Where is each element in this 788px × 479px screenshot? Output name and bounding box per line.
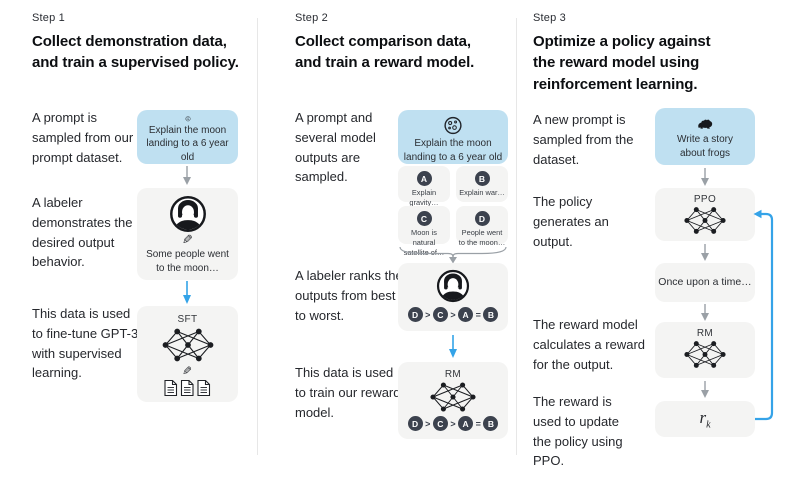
moon-icon bbox=[185, 116, 190, 122]
neural-net-icon bbox=[162, 328, 213, 362]
output-a-label: Explain gravity… bbox=[409, 188, 439, 207]
reward-symbol: rk bbox=[699, 408, 710, 430]
neural-net-icon bbox=[684, 207, 726, 234]
frog-icon bbox=[697, 119, 712, 129]
arrow-down-gray-icon bbox=[701, 381, 709, 398]
labeler-icon bbox=[169, 196, 206, 232]
step3-caption-new-prompt: A new prompt is sampled from the dataset… bbox=[533, 112, 634, 167]
step2-caption-sampled: A prompt and several model outputs are s… bbox=[295, 110, 376, 185]
step2-heading-line2: and train a reward model. bbox=[295, 54, 475, 72]
column-divider bbox=[257, 18, 258, 455]
neural-net-icon bbox=[430, 382, 476, 412]
ranking-row: D > C > A = B bbox=[407, 416, 499, 431]
step3-output-text: Once upon a time… bbox=[658, 276, 752, 289]
rank-badge: A bbox=[458, 416, 474, 431]
step3-heading-line3: reinforcement learning. bbox=[533, 75, 698, 93]
rank-badge: D bbox=[407, 307, 423, 322]
rank-badge: B bbox=[483, 307, 499, 322]
rank-badge: C bbox=[432, 416, 448, 431]
step1-prompt-text: Explain the moon landing to a 6 year old bbox=[146, 124, 229, 163]
step1-heading: Collect demonstration data, and train a … bbox=[32, 31, 252, 74]
ranking-row: D > C > A = B bbox=[407, 307, 499, 322]
rank-badge: A bbox=[458, 307, 474, 322]
rm-label: RM bbox=[696, 328, 714, 339]
step3-heading: Optimize a policy against the reward mod… bbox=[533, 31, 743, 95]
output-b: B Explain war… bbox=[456, 166, 508, 202]
step3-caption-reward-calc: The reward model calculates a reward for… bbox=[533, 317, 645, 372]
output-c-badge: C bbox=[416, 211, 432, 226]
step3-reward-box: rk bbox=[655, 401, 755, 437]
rank-sep: > bbox=[425, 309, 431, 320]
step2-ranking-box: D > C > A = B bbox=[398, 263, 508, 331]
arrow-down-gray-icon bbox=[701, 168, 709, 186]
output-d: D People went to the moon… bbox=[456, 206, 508, 247]
step1-labeler-box: ✎ Some people went to the moon… bbox=[137, 188, 238, 280]
pencil-icon: ✎ bbox=[182, 364, 193, 378]
arrow-down-gray-icon bbox=[701, 244, 709, 261]
column-divider bbox=[516, 18, 517, 455]
step2-caption-ranks: A labeler ranks the outputs from best to… bbox=[295, 268, 403, 323]
neural-net-icon bbox=[684, 341, 726, 368]
output-a-badge: A bbox=[416, 171, 432, 186]
step2-heading-line1: Collect comparison data, bbox=[295, 33, 471, 50]
step3-caption-reward-update: The reward is used to update the policy … bbox=[533, 394, 623, 469]
rank-sep: > bbox=[450, 418, 456, 429]
rank-badge: C bbox=[432, 307, 448, 322]
output-a: A Explain gravity… bbox=[398, 166, 450, 207]
arrow-down-gray-icon bbox=[701, 304, 709, 321]
step1-labeler-text: Some people went to the moon… bbox=[146, 249, 229, 274]
output-b-badge: B bbox=[474, 171, 490, 186]
step3-prompt-text: Write a story about frogs bbox=[677, 134, 733, 159]
step3-heading-line1: Optimize a policy against bbox=[533, 33, 711, 50]
step3-output-box: Once upon a time… bbox=[655, 263, 755, 302]
step1-label: Step 1 bbox=[32, 12, 66, 24]
feedback-loop-arrow-icon bbox=[753, 209, 774, 421]
step2-prompt-box: Explain the moon landing to a 6 year old bbox=[398, 110, 508, 164]
rank-badge: B bbox=[483, 416, 499, 431]
documents-icon bbox=[164, 379, 211, 397]
step2-caption-train: This data is used to train our reward mo… bbox=[295, 365, 401, 420]
step3-label: Step 3 bbox=[533, 12, 567, 24]
step1-prompt-box: Explain the moon landing to a 6 year old bbox=[137, 110, 238, 164]
step3-prompt-box: Write a story about frogs bbox=[655, 108, 755, 165]
step3-rm-box: RM bbox=[655, 322, 755, 378]
output-c-label: Moon is natural satellite of… bbox=[403, 228, 445, 257]
arrow-down-blue-icon bbox=[183, 281, 191, 304]
rm-label: RM bbox=[444, 369, 462, 380]
reward-symbol-k: k bbox=[706, 419, 711, 431]
output-d-label: People went to the moon… bbox=[458, 228, 506, 247]
brace-connector-icon bbox=[399, 246, 507, 264]
step1-caption-labeler: A labeler demonstrates the desired outpu… bbox=[32, 195, 133, 270]
ppo-label: PPO bbox=[693, 194, 717, 205]
rank-sep: = bbox=[475, 418, 481, 429]
moon-icon bbox=[444, 116, 462, 135]
step3-ppo-box: PPO bbox=[655, 188, 755, 241]
step1-heading-line2: and train a supervised policy. bbox=[32, 54, 239, 72]
step1-caption-prompt: A prompt is sampled from our prompt data… bbox=[32, 110, 134, 165]
step1-sft-box: SFT ✎ bbox=[137, 306, 238, 402]
rank-sep: > bbox=[450, 309, 456, 320]
output-b-label: Explain war… bbox=[459, 188, 505, 197]
arrow-down-blue-icon bbox=[449, 335, 457, 358]
rank-sep: = bbox=[475, 309, 481, 320]
step1-caption-finetune: This data is used to fine-tune GPT-3 wit… bbox=[32, 306, 139, 381]
step3-caption-policy: The policy generates an output. bbox=[533, 194, 609, 249]
rank-sep: > bbox=[425, 418, 431, 429]
reward-symbol-r: r bbox=[699, 407, 707, 427]
rank-badge: D bbox=[407, 416, 423, 431]
step2-heading: Collect comparison data, and train a rew… bbox=[295, 31, 510, 74]
output-d-badge: D bbox=[474, 211, 490, 226]
step2-rm-box: RM D > C > A = B bbox=[398, 362, 508, 439]
arrow-down-gray-icon bbox=[183, 166, 191, 185]
sft-label: SFT bbox=[177, 314, 198, 325]
pencil-icon: ✎ bbox=[182, 232, 193, 247]
output-c: C Moon is natural satellite of… bbox=[398, 206, 450, 257]
step2-label: Step 2 bbox=[295, 12, 329, 24]
step3-heading-line2: the reward model using bbox=[533, 54, 700, 72]
step1-heading-line1: Collect demonstration data, bbox=[32, 33, 227, 50]
labeler-icon bbox=[436, 269, 470, 303]
step2-prompt-text: Explain the moon landing to a 6 year old bbox=[403, 138, 503, 163]
